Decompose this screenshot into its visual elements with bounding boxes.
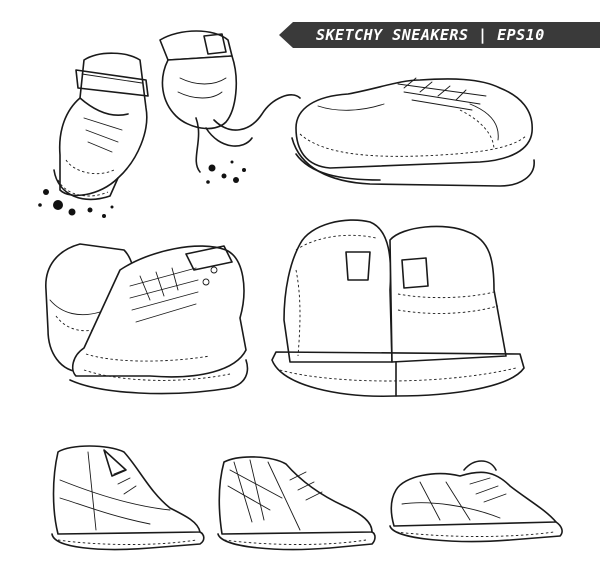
pair-high-top-sneakers <box>45 243 249 395</box>
title-banner <box>279 22 600 48</box>
high-top-side-sneaker <box>51 445 205 551</box>
banner-title: SKETCHY SNEAKERS | EPS10 <box>316 26 545 44</box>
mid-top-side-sneaker <box>217 456 376 551</box>
low-top-side-sneaker <box>291 77 535 187</box>
hanging-high-top-sneaker <box>159 30 301 184</box>
low-top-side-sneaker-2 <box>389 460 563 543</box>
high-top-strap-sneaker <box>38 52 149 218</box>
heel-view-sneakers <box>271 219 525 398</box>
